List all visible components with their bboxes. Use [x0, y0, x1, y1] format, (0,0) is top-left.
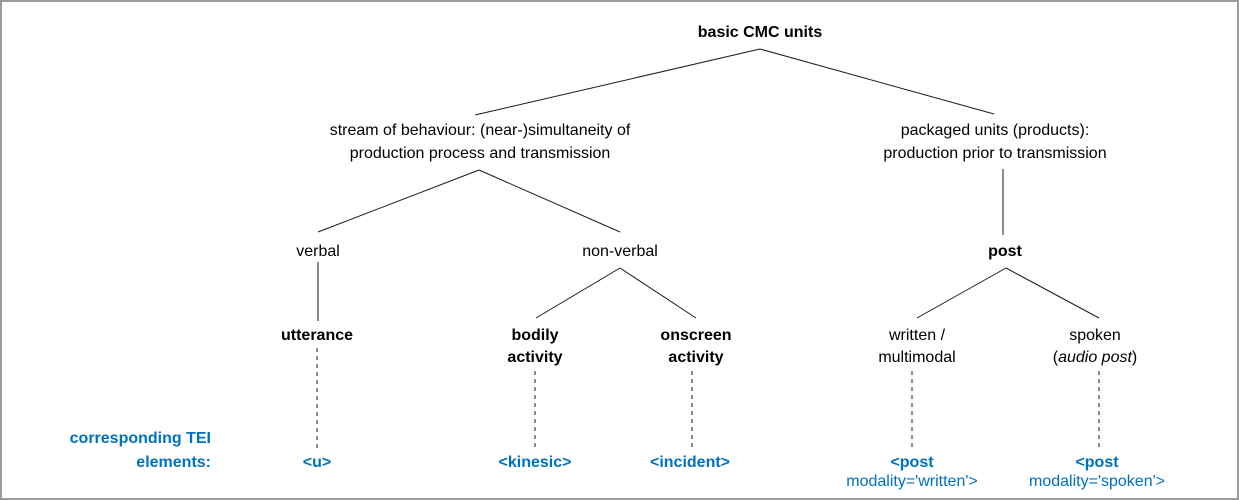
node-stream-of-behaviour: stream of behaviour: (near-)simultaneity… — [330, 119, 631, 165]
stream-line1: stream of behaviour: (near-)simultaneity… — [329, 122, 631, 139]
tei-element-incident: <incident> — [649, 454, 731, 471]
post-written-attribute: modality='written'> — [846, 473, 978, 490]
tei-element-post-written: <post modality='written'> — [846, 453, 978, 491]
tei-caption: corresponding TEI elements: — [2, 427, 211, 475]
stream-line2: production process and transmission — [349, 145, 611, 162]
node-onscreen-activity: onscreen activity — [660, 325, 731, 369]
bodily-line2: activity — [507, 349, 563, 366]
tei-caption-line2: elements: — [136, 454, 211, 471]
node-packaged-units: packaged units (products): production pr… — [883, 119, 1106, 165]
spoken-line2: (audio post) — [1052, 349, 1138, 366]
node-bodily-activity: bodily activity — [507, 325, 562, 369]
edge-post-written — [916, 267, 1007, 319]
node-spoken-audio-post: spoken (audio post) — [1053, 325, 1138, 369]
packaged-line2: production prior to transmission — [883, 145, 1107, 162]
edge-nonverbal-bodily — [535, 267, 621, 319]
post-spoken-attribute: modality='spoken'> — [1029, 473, 1165, 490]
audio-post-italic: audio post — [1058, 349, 1132, 366]
bodily-line1: bodily — [511, 327, 559, 344]
spoken-line1: spoken — [1069, 327, 1121, 344]
post-written-element: <post — [890, 454, 934, 471]
onscreen-line1: onscreen — [660, 327, 732, 344]
edge-root-stream — [474, 48, 761, 116]
edge-stream-nonverbal — [478, 169, 621, 233]
node-verbal: verbal — [296, 243, 340, 260]
node-root-basic-cmc-units: basic CMC units — [697, 24, 823, 41]
edge-post-spoken — [1005, 267, 1100, 319]
edge-nonverbal-onscreen — [619, 267, 697, 319]
tei-element-post-spoken: <post modality='spoken'> — [1029, 453, 1165, 491]
node-written-multimodal: written / multimodal — [878, 325, 955, 369]
node-post: post — [988, 243, 1022, 260]
edge-root-packaged — [759, 48, 995, 115]
written-line1: written / — [888, 327, 946, 344]
onscreen-line2: activity — [668, 349, 724, 366]
written-line2: multimodal — [878, 349, 956, 366]
packaged-line1: packaged units (products): — [900, 122, 1090, 139]
tei-caption-line1: corresponding TEI — [69, 430, 211, 447]
node-nonverbal: non-verbal — [582, 243, 658, 260]
tei-element-kinesic: <kinesic> — [498, 454, 572, 471]
node-utterance: utterance — [280, 327, 354, 344]
tei-element-u: <u> — [302, 454, 332, 471]
edge-stream-verbal — [317, 169, 480, 233]
post-spoken-element: <post — [1075, 454, 1119, 471]
